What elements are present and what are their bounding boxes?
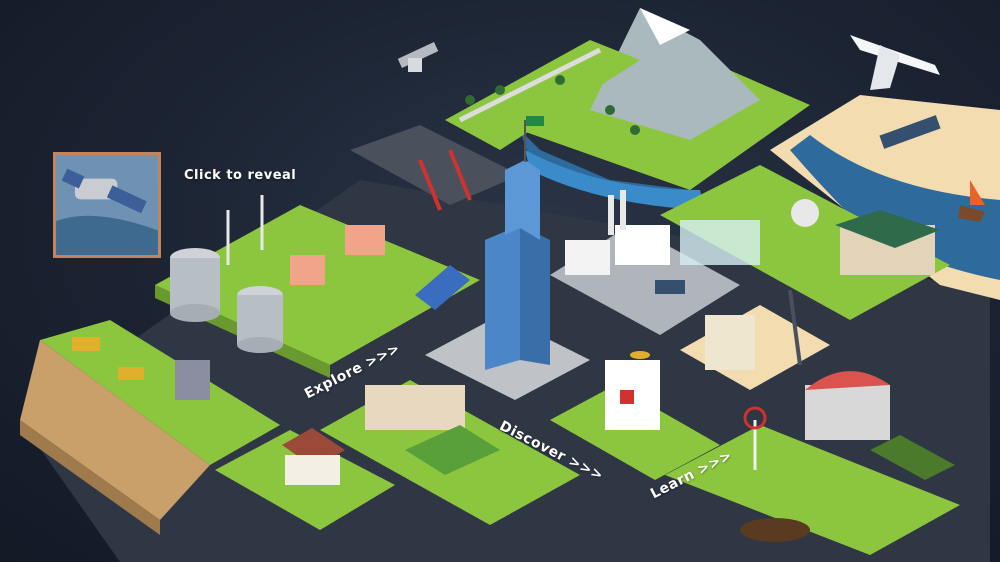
hospital-block[interactable] — [550, 351, 720, 480]
click-to-reveal-tile[interactable] — [53, 152, 161, 258]
airplane-icon[interactable] — [850, 35, 940, 90]
beach-block[interactable] — [770, 95, 1000, 300]
mining-truck-icon — [72, 337, 100, 351]
school-block[interactable] — [320, 380, 580, 525]
sailboat-icon — [958, 205, 985, 222]
railway-forest-block[interactable] — [445, 40, 640, 150]
mountain-block[interactable] — [520, 8, 810, 210]
mine-block[interactable] — [20, 320, 280, 535]
museum-block[interactable] — [660, 165, 950, 320]
residential-block[interactable] — [215, 428, 395, 530]
space-station-icon[interactable] — [397, 42, 439, 72]
skyscraper-block[interactable] — [425, 116, 590, 400]
flag-icon — [526, 116, 544, 126]
satellite-icon — [56, 155, 158, 255]
farm-block[interactable] — [665, 371, 960, 555]
barn-icon — [805, 371, 890, 390]
factory-block[interactable] — [550, 190, 740, 335]
solar-panel-icon — [415, 265, 470, 310]
click-to-reveal-label: Click to reveal — [184, 168, 297, 183]
power-station-block[interactable] — [155, 195, 480, 378]
windmill-icon — [743, 406, 767, 430]
construction-block[interactable] — [680, 289, 830, 390]
bridge[interactable] — [350, 125, 520, 211]
hospital-icon — [620, 390, 634, 404]
cargo-ship-icon — [879, 115, 941, 149]
